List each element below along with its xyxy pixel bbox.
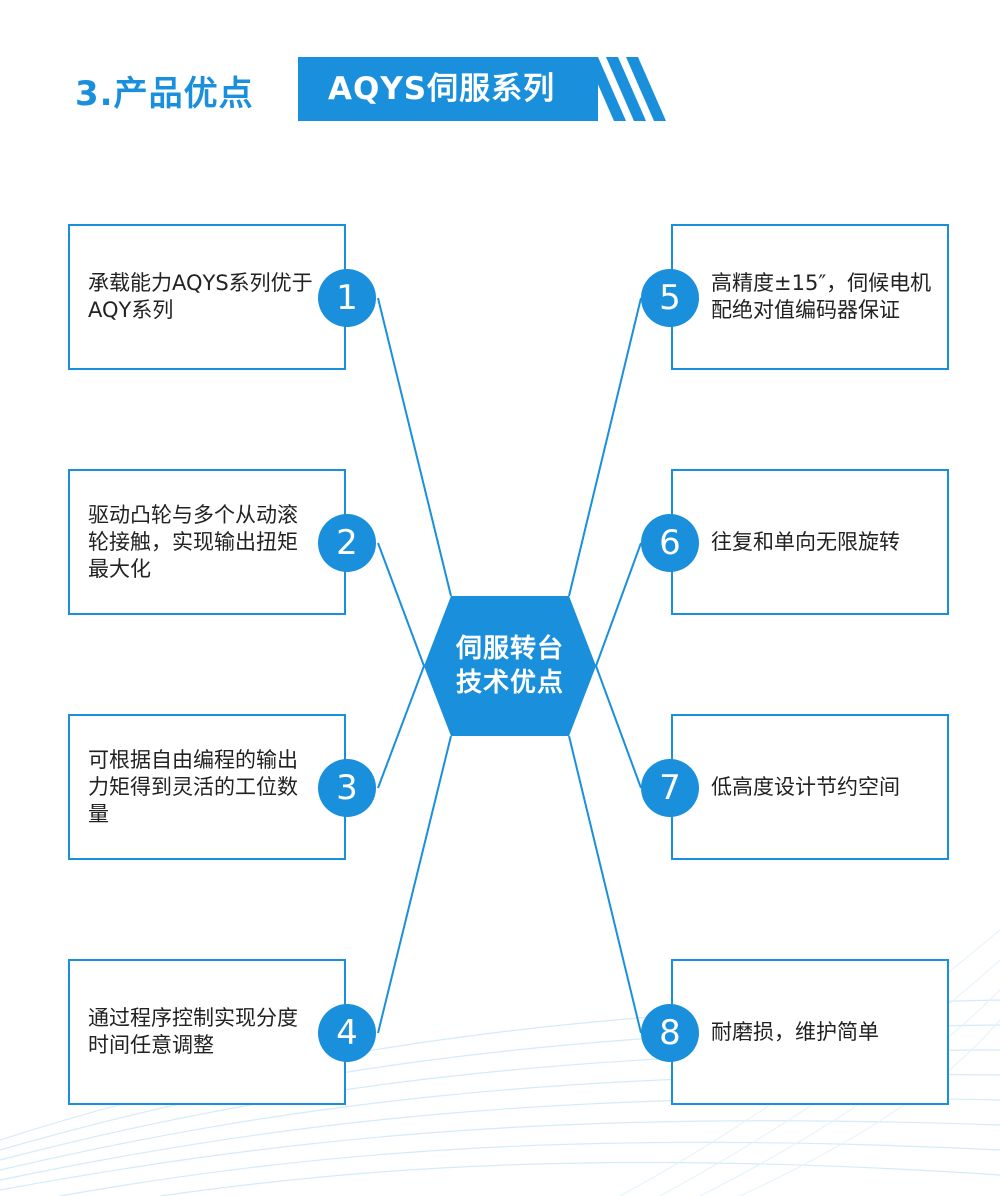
feature-text-6: 往复和单向无限旋转 xyxy=(711,529,900,554)
connector-1 xyxy=(377,297,452,597)
connector-2 xyxy=(377,542,425,667)
connector-4 xyxy=(377,735,452,1034)
feature-card-2: 驱动凸轮与多个从动滚轮接触，实现输出扭矩最大化 xyxy=(68,469,346,615)
feature-card-8: 耐磨损，维护简单 xyxy=(671,959,949,1105)
feature-card-6: 往复和单向无限旋转 xyxy=(671,469,949,615)
feature-card-1: 承载能力AQYS系列优于AQY系列 xyxy=(68,224,346,370)
feature-text-1: 承载能力AQYS系列优于AQY系列 xyxy=(88,271,313,322)
feature-text-4: 通过程序控制实现分度时间任意调整 xyxy=(88,1006,298,1057)
hub-label-line-1: 伺服转台 xyxy=(455,634,564,664)
feature-number-6: 6 xyxy=(641,514,699,572)
section-title: 3.产品优点 xyxy=(75,74,254,114)
feature-card-5: 高精度±15″，伺候电机配绝对值编码器保证 xyxy=(671,224,949,370)
connector-5 xyxy=(568,297,642,597)
feature-number-3: 3 xyxy=(318,759,376,817)
banner-label: AQYS伺服系列 xyxy=(328,71,556,107)
hub-hexagon xyxy=(424,596,596,736)
banner-stripes-icon xyxy=(586,57,666,121)
title-banner: AQYS伺服系列 xyxy=(298,57,598,121)
connector-3 xyxy=(377,665,425,789)
connector-7 xyxy=(595,665,642,789)
feature-number-8: 8 xyxy=(641,1004,699,1062)
feature-number-4: 4 xyxy=(318,1004,376,1062)
feature-text-2: 驱动凸轮与多个从动滚轮接触，实现输出扭矩最大化 xyxy=(88,502,298,581)
feature-card-4: 通过程序控制实现分度时间任意调整 xyxy=(68,959,346,1105)
feature-text-3: 可根据自由编程的输出力矩得到灵活的工位数量 xyxy=(88,747,298,826)
feature-card-3: 可根据自由编程的输出力矩得到灵活的工位数量 xyxy=(68,714,346,860)
feature-number-5: 5 xyxy=(641,269,699,327)
feature-number-2: 2 xyxy=(318,514,376,572)
hub-label-line-2: 技术优点 xyxy=(455,668,564,698)
feature-text-8: 耐磨损，维护简单 xyxy=(711,1019,879,1044)
hub-label: 伺服转台 技术优点 xyxy=(424,596,596,736)
feature-card-7: 低高度设计节约空间 xyxy=(671,714,949,860)
feature-number-1: 1 xyxy=(318,269,376,327)
connector-6 xyxy=(595,542,642,667)
connector-8 xyxy=(568,735,642,1034)
feature-text-7: 低高度设计节约空间 xyxy=(711,774,900,799)
feature-number-7: 7 xyxy=(641,759,699,817)
feature-text-5: 高精度±15″，伺候电机配绝对值编码器保证 xyxy=(711,271,932,322)
